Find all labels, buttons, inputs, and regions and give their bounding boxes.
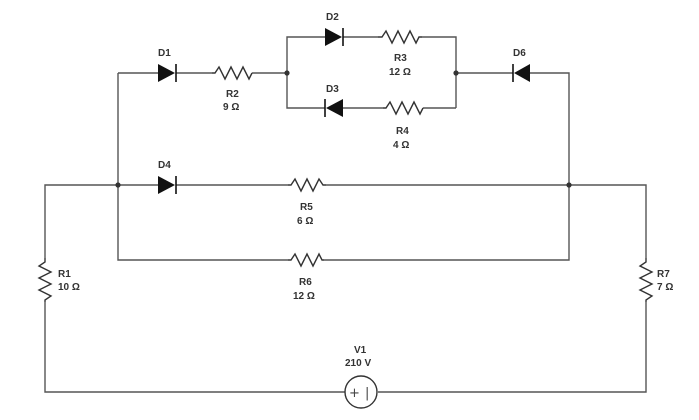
- d1-label: D1: [158, 48, 171, 59]
- v1-label: V1: [354, 345, 367, 356]
- diode-d1[interactable]: D1: [158, 48, 177, 82]
- r6-value: 12 Ω: [293, 291, 315, 302]
- r7-value: 7 Ω: [657, 282, 673, 293]
- source-plus: +: [349, 386, 360, 401]
- resistor-r7[interactable]: R7 7 Ω: [638, 258, 673, 302]
- resistor-r2[interactable]: R2 9 Ω: [212, 65, 253, 113]
- wires: [44, 36, 647, 393]
- r4-value: 4 Ω: [393, 140, 409, 151]
- r6-label: R6: [299, 277, 312, 288]
- junction-node: [284, 70, 290, 76]
- r3-label: R3: [394, 53, 407, 64]
- r1-label: R1: [58, 269, 71, 280]
- r5-label: R5: [300, 202, 313, 213]
- r5-value: 6 Ω: [297, 216, 313, 227]
- resistor-r5[interactable]: R5 6 Ω: [288, 177, 326, 227]
- diode-triangle: [325, 28, 342, 46]
- v1-value: 210 V: [345, 358, 371, 369]
- r7-label: R7: [657, 269, 670, 280]
- diode-triangle: [326, 99, 343, 117]
- source-circle: [344, 375, 378, 409]
- junction-nodes: [115, 70, 572, 188]
- resistor-zigzag: [288, 252, 324, 268]
- diode-d4[interactable]: D4: [158, 160, 177, 194]
- diode-d2[interactable]: D2: [325, 12, 344, 46]
- resistor-zigzag: [378, 29, 422, 45]
- d2-label: D2: [326, 12, 339, 23]
- d4-label: D4: [158, 160, 171, 171]
- r1-value: 10 Ω: [58, 282, 80, 293]
- resistor-r6[interactable]: R6 12 Ω: [288, 252, 324, 302]
- resistor-r1[interactable]: R1 10 Ω: [37, 258, 80, 302]
- diode-triangle: [158, 176, 175, 194]
- resistor-zigzag: [638, 258, 654, 302]
- resistor-r4[interactable]: R4 4 Ω: [383, 100, 424, 151]
- junction-node: [566, 182, 572, 188]
- resistor-zigzag: [288, 177, 326, 193]
- source-minus: |: [365, 386, 369, 401]
- junction-node: [115, 182, 121, 188]
- resistor-zigzag: [212, 65, 253, 81]
- diode-d6[interactable]: D6: [512, 48, 530, 82]
- resistor-zigzag: [37, 258, 53, 302]
- d6-label: D6: [513, 48, 526, 59]
- diode-triangle: [514, 64, 530, 82]
- diode-triangle: [158, 64, 175, 82]
- r2-label: R2: [226, 89, 239, 100]
- r4-label: R4: [396, 126, 409, 137]
- junction-node: [453, 70, 459, 76]
- r2-value: 9 Ω: [223, 102, 239, 113]
- r3-value: 12 Ω: [389, 67, 411, 78]
- d3-label: D3: [326, 84, 339, 95]
- diode-d3[interactable]: D3: [324, 84, 343, 117]
- resistor-r3[interactable]: R3 12 Ω: [378, 29, 422, 78]
- resistor-zigzag: [383, 100, 424, 116]
- voltage-source-v1[interactable]: + | V1 210 V: [344, 345, 378, 409]
